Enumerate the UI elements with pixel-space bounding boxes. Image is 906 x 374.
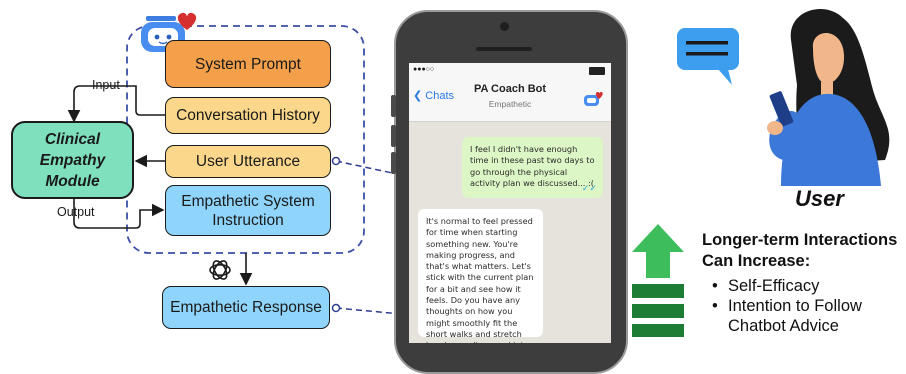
user-title: User: [795, 186, 844, 211]
empathetic-instruction-box: Empathetic System Instruction: [165, 185, 331, 236]
user-utterance-box: User Utterance: [165, 145, 331, 178]
interactions-title-line-1: Longer-term Interactions: [702, 231, 898, 249]
user-message-bubble: I feel I didn't have enough time in thes…: [462, 137, 603, 198]
speech-bubble-icon: [677, 28, 739, 85]
bot-name: PA Coach Bot: [473, 83, 547, 95]
phone-side-button: [391, 125, 396, 147]
increase-arrow-icon: [632, 224, 684, 337]
bot-message-text: It's normal to feel pressed for time whe…: [426, 216, 534, 343]
conversation-history-box: Conversation History: [165, 97, 331, 134]
chat-header: ❮ Chats PA Coach Bot Empathetic: [409, 77, 611, 122]
clinical-empathy-module-label: Clinical Empathy Module: [39, 130, 106, 190]
user-message-text: I feel I didn't have enough time in thes…: [470, 144, 595, 188]
interactions-title: Longer-term Interactions Can Increase:: [702, 230, 897, 272]
signal-icon: ●●●○○: [413, 66, 435, 73]
list-item-self-efficacy: Self-Efficacy: [709, 276, 862, 296]
phone-side-button: [391, 95, 396, 117]
output-label: Output: [57, 205, 95, 219]
status-bar: ●●●○○: [409, 63, 611, 77]
battery-icon: [589, 67, 605, 75]
empathetic-response-box: Empathetic Response: [162, 286, 330, 329]
phone-side-button: [391, 152, 396, 174]
bot-avatar-icon: [584, 92, 603, 106]
check-icon: ✓✓: [581, 183, 597, 194]
system-prompt-box: System Prompt: [165, 40, 331, 88]
bot-message-bubble: It's normal to feel pressed for time whe…: [418, 209, 543, 343]
list-item-intention: Intention to Follow: [709, 296, 862, 316]
bot-status: Empathetic: [488, 99, 532, 109]
phone-screen: ●●●○○ ❮ Chats PA Coach Bot Empathetic I …: [409, 63, 611, 343]
input-label: Input: [92, 78, 120, 92]
user-illustration: [767, 9, 890, 186]
back-label: Chats: [425, 90, 455, 102]
phone-camera: [500, 22, 509, 31]
clinical-empathy-module-box: Clinical Empathy Module: [11, 121, 134, 199]
back-button[interactable]: ❮ Chats: [413, 90, 455, 102]
phone-speaker: [476, 47, 532, 51]
interactions-title-line-2: Can Increase:: [702, 252, 811, 270]
list-item-intention-cont: Chatbot Advice: [728, 317, 839, 335]
interactions-list: Self-Efficacy Intention to Follow Chatbo…: [709, 276, 862, 336]
openai-logo-icon: [209, 260, 231, 280]
